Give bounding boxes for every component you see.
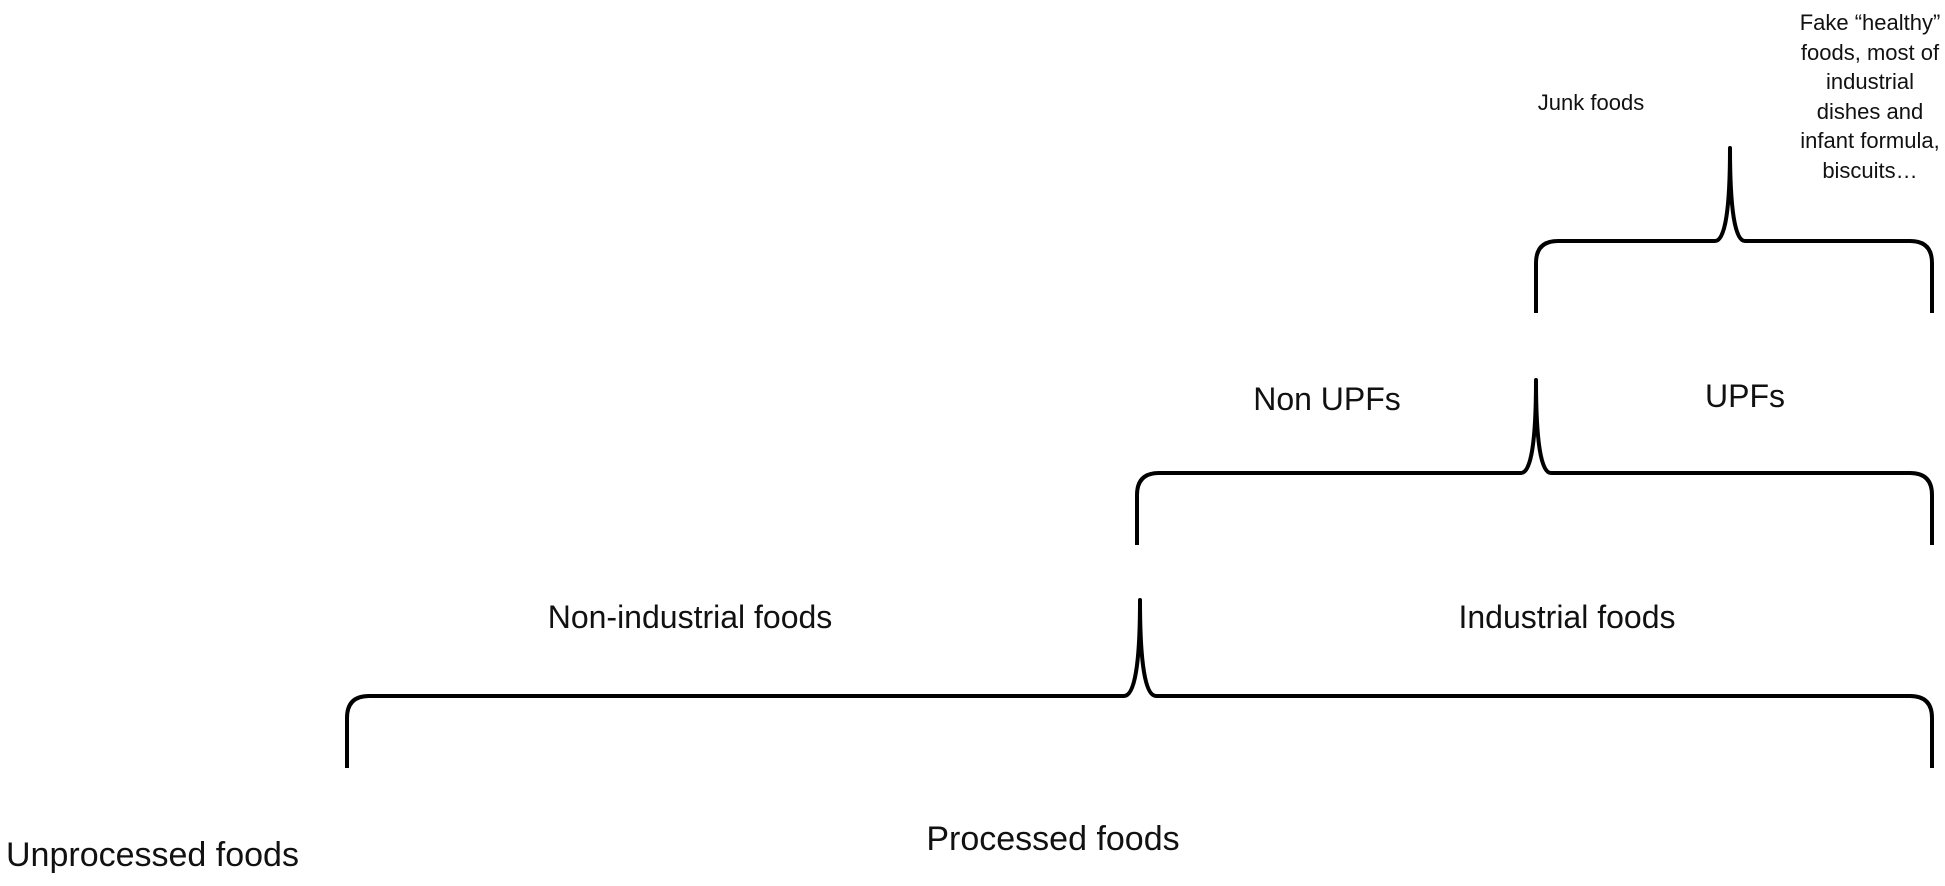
industrial-foods-label: Industrial foods (1458, 599, 1676, 635)
upfs-label: UPFs (1705, 378, 1785, 414)
unprocessed-foods-label: Unprocessed foods (6, 836, 299, 874)
industrial-foods-bracket (1135, 378, 1934, 545)
upfs-bracket (1534, 146, 1934, 313)
non-industrial-foods-label: Non-industrial foods (547, 599, 833, 635)
processed-foods-label: Processed foods (926, 820, 1180, 858)
junk-foods-label: Junk foods (1537, 90, 1645, 115)
fake-healthy-foods-label: Fake “healthy” foods, most of industrial… (1799, 10, 1941, 183)
processed-foods-bracket (345, 598, 1934, 768)
non-upfs-label: Non UPFs (1253, 381, 1401, 417)
